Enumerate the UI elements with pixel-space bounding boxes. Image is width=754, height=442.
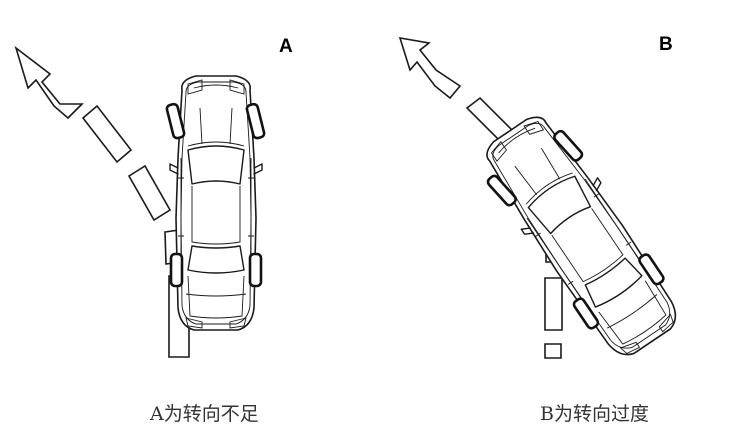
panel-b-car — [471, 104, 692, 368]
panel-a-car — [165, 75, 266, 331]
panel-a-path — [14, 45, 190, 358]
panel-a-label: A — [279, 36, 293, 57]
panel-b-label: B — [659, 34, 673, 55]
panel-b-path — [398, 36, 563, 359]
panel-b — [398, 36, 692, 368]
panel-a — [14, 45, 266, 358]
panel-a-caption: A为转向不足 — [150, 403, 259, 425]
panel-b-caption: B为转向过度 — [540, 403, 649, 425]
